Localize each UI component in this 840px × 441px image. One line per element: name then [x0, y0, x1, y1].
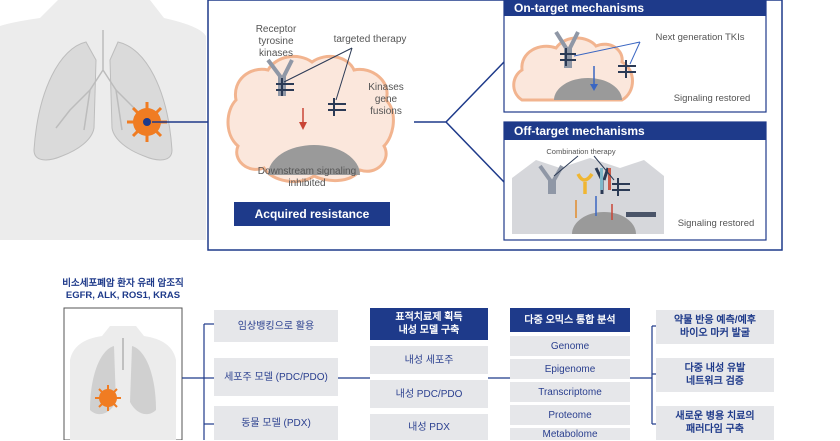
bottom-connectors [182, 323, 656, 440]
cell-main [226, 54, 395, 184]
combo-pointer-2 [593, 155, 615, 181]
top-patient-silhouette [0, 0, 206, 240]
acquisition-header: 표적치료제 획득 내성 모델 구축 [370, 308, 488, 340]
cell-on-target [512, 36, 634, 102]
model-box-cell-line: 세포주 모델 (PDC/PDO) [214, 358, 338, 396]
combo-pointer-1 [553, 155, 579, 177]
tumor-icon-bottom [95, 385, 121, 411]
therapy-pointer-1 [283, 47, 353, 83]
therapy-pointer-2 [335, 47, 353, 101]
acquired-resistance-label: Acquired resistance [234, 202, 390, 226]
omics-item-genome: Genome [510, 336, 630, 356]
omics-item-metabolome: Metabolome [510, 428, 630, 440]
fusion-label: Kinases gene fusions [368, 82, 404, 117]
therapy-label: targeted therapy [333, 34, 407, 45]
tki-pointer-2 [629, 41, 641, 65]
drug-icon-main [276, 78, 294, 96]
omics-item-epigenome: Epigenome [510, 359, 630, 379]
acquisition-item-cell-line: 내성 세포주 [370, 346, 488, 374]
patient-title-line2: EGFR, ALK, ROS1, KRAS [65, 290, 181, 301]
omics-item-transcriptome: Transcriptome [510, 382, 630, 402]
on-target-restored-label: Signaling restored [673, 93, 751, 104]
patient-title-line1: 비소세포폐암 환자 유래 암조직 [62, 278, 184, 289]
acquisition-item-pdc-pdo: 내성 PDC/PDO [370, 380, 488, 408]
omics-header: 다중 오믹스 통합 분석 [510, 308, 630, 332]
tki-label: Next generation TKIs [655, 32, 745, 43]
downstream-label: Downstream signaling inhibited [257, 166, 357, 189]
acquisition-item-pdx: 내성 PDX [370, 414, 488, 440]
model-box-animal: 동물 모델 (PDX) [214, 406, 338, 440]
fusion-icon-main [328, 98, 346, 116]
on-target-title: On-target mechanisms [504, 0, 766, 16]
patient-title: 비소세포폐암 환자 유래 암조직 EGFR, ALK, ROS1, KRAS [30, 278, 216, 302]
outcome-network: 다중 내성 유발 네트워크 검증 [656, 358, 774, 392]
receptor-label: Receptor tyrosine kinases [255, 24, 297, 59]
receptor-icons-off-target [538, 164, 611, 194]
outcome-combination: 새로운 병용 치료의 패러다임 구축 [656, 406, 774, 440]
off-target-title: Off-target mechanisms [504, 122, 766, 140]
cell-off-target [512, 158, 664, 234]
model-box-clinical: 임상뱅킹으로 활용 [214, 310, 338, 342]
off-target-restored-label: Signaling restored [677, 218, 755, 229]
branch-connector [414, 61, 505, 183]
drug-icon-off-target [612, 178, 630, 196]
tki-pointer-1 [573, 41, 641, 57]
tki-icon-on-target-2 [618, 60, 636, 78]
tki-icon-on-target-1 [560, 48, 576, 66]
outcome-biomarker: 약물 반응 예측/예후 바이오 마커 발굴 [656, 310, 774, 344]
combo-label: Combination therapy [546, 147, 616, 156]
omics-item-proteome: Proteome [510, 405, 630, 425]
